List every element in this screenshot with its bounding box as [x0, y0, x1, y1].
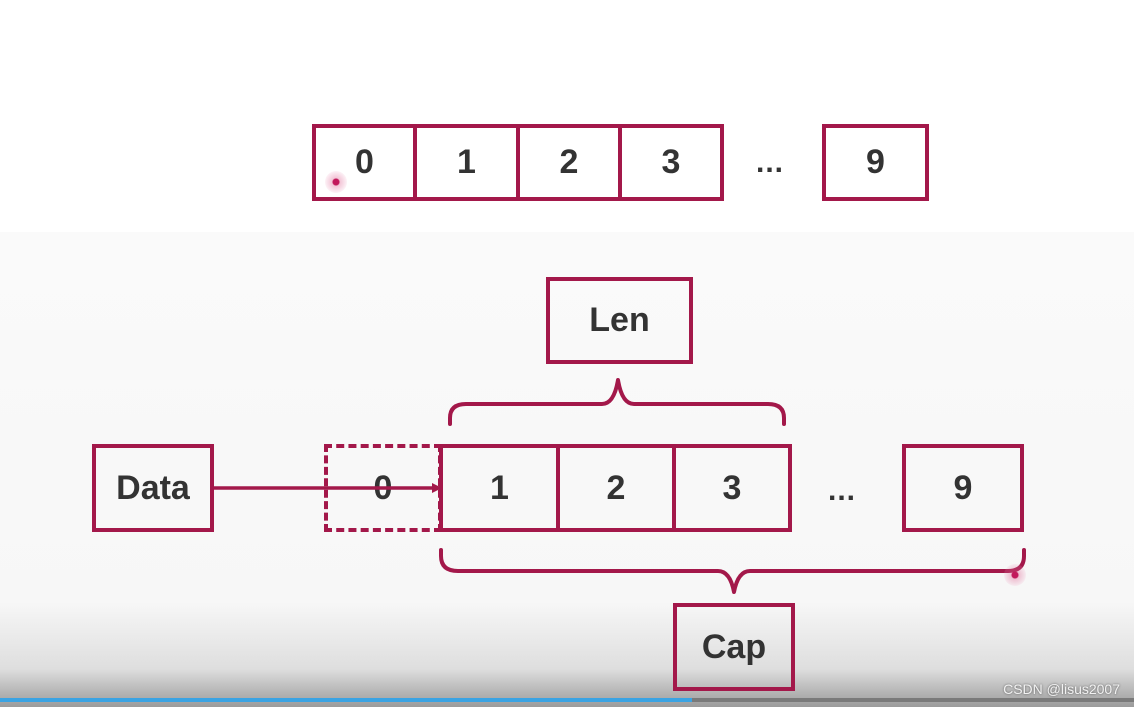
cap-brace: [439, 548, 1026, 594]
cursor-highlight-icon: [1004, 564, 1026, 586]
cursor-highlight-icon: [325, 171, 347, 193]
bottom-panel: [0, 232, 1134, 707]
video-progress-fill: [0, 698, 692, 702]
len-brace: [448, 378, 786, 426]
watermark: CSDN @lisus2007: [1003, 681, 1120, 697]
slice-ellipsis: ...: [828, 474, 857, 507]
cap-box: Cap: [673, 603, 795, 691]
data-box: Data: [92, 444, 214, 532]
slice-cell-9: 9: [902, 444, 1024, 532]
len-box: Len: [546, 277, 693, 364]
top-array-ellipsis: ...: [756, 146, 785, 179]
top-panel: [0, 0, 1134, 232]
top-array-cell-9: 9: [822, 124, 929, 201]
top-array-cell-3: 3: [618, 124, 724, 201]
slice-cell-3: 3: [672, 444, 792, 532]
